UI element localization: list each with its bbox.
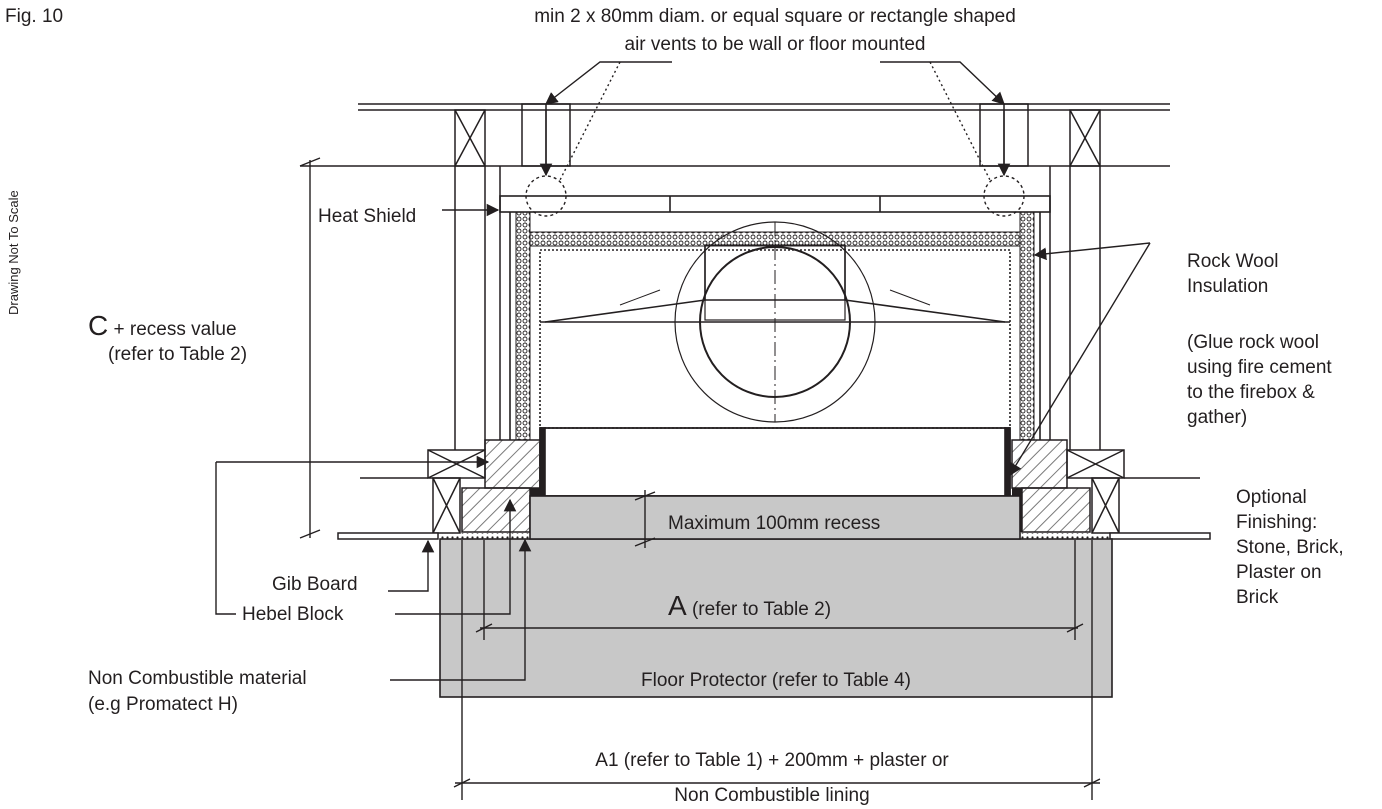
glue-label-2: using fire cement [1187, 357, 1332, 378]
c-ref-label: (refer to Table 2) [108, 344, 247, 365]
wall-framing [454, 166, 1101, 450]
dimension-a [475, 540, 1084, 640]
non-combustible-label-2: (e.g Promatect H) [88, 694, 238, 715]
optional-label-2: Finishing: [1236, 512, 1317, 533]
max-recess-label: Maximum 100mm recess [668, 513, 880, 534]
a-letter: A [668, 590, 687, 621]
hebel-block-label: Hebel Block [242, 604, 344, 625]
floor-protector [439, 495, 1113, 698]
heat-shield-label: Heat Shield [318, 206, 416, 227]
floor-protector-label: Floor Protector (refer to Table 4) [641, 670, 911, 691]
a-dimension-label: A (refer to Table 2) [668, 590, 831, 621]
scale-note: Drawing Not To Scale [6, 190, 21, 315]
ceiling-framing [300, 103, 1170, 167]
vent-callout [525, 61, 1025, 217]
optional-label-5: Brick [1236, 587, 1279, 608]
rock-wool-label-2: Insulation [1187, 276, 1268, 297]
non-combustible-label-1: Non Combustible material [88, 668, 307, 689]
gib-board-label: Gib Board [272, 574, 358, 595]
glue-label-3: to the firebox & [1187, 382, 1315, 403]
vents-label-line2: air vents to be wall or floor mounted [625, 34, 926, 55]
figure-number: Fig. 10 [5, 6, 63, 27]
optional-label-3: Stone, Brick, [1236, 537, 1344, 558]
c-letter: C [88, 310, 108, 341]
optional-label-4: Plaster on [1236, 562, 1322, 583]
a1-dimension-label-1: A1 (refer to Table 1) + 200mm + plaster … [595, 750, 949, 771]
a1-dimension-label-2: Non Combustible lining [674, 785, 869, 806]
dimension-c [299, 157, 321, 539]
dimension-a1 [453, 540, 1101, 800]
c-dimension-label: C + recess value [88, 310, 237, 341]
rock-wool-label-1: Rock Wool [1187, 251, 1279, 272]
rock-wool-insulation [515, 211, 1035, 441]
glue-label-4: gather) [1187, 407, 1247, 428]
firebox [539, 221, 1011, 497]
glue-label-1: (Glue rock wool [1187, 332, 1319, 353]
rock-wool-leaders [1009, 242, 1151, 477]
c-rest: + recess value [108, 319, 236, 340]
optional-label-1: Optional [1236, 487, 1307, 508]
a-ref: (refer to Table 2) [687, 599, 831, 620]
left-leaders [215, 455, 532, 681]
vents-label-line1: min 2 x 80mm diam. or equal square or re… [534, 6, 1016, 27]
dimension-recess [634, 490, 656, 548]
